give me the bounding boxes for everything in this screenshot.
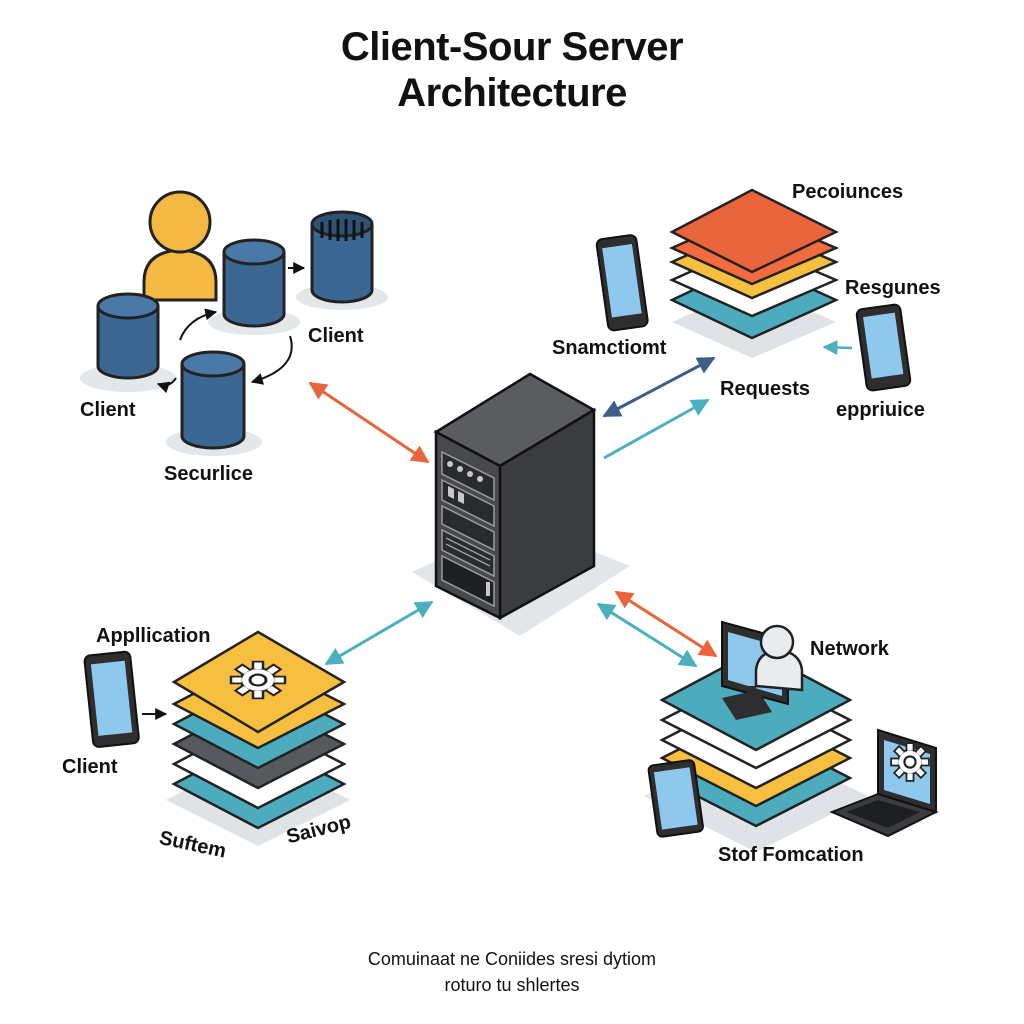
network-label: Network xyxy=(810,638,889,660)
connection-arrows xyxy=(308,356,718,668)
client-label: Client xyxy=(80,399,136,421)
application-label: Appllication xyxy=(96,625,211,647)
tablet-icon xyxy=(595,234,649,332)
client-database-label: Client xyxy=(308,325,364,347)
database-icon xyxy=(96,292,160,380)
pecoiunces-label: Pecoiunces xyxy=(792,181,904,203)
tablet-icon xyxy=(855,303,912,392)
tablet-icon xyxy=(647,759,704,838)
client-tablet-label: Client xyxy=(62,756,118,778)
resources-layer-stack xyxy=(668,188,840,358)
tablet-icon xyxy=(83,650,140,748)
user-icon xyxy=(142,190,218,302)
database-icon xyxy=(180,350,246,450)
database-icon xyxy=(310,210,374,304)
client-database-cluster xyxy=(80,190,388,456)
network-layer-stack xyxy=(644,648,868,852)
user-icon xyxy=(754,624,804,692)
resgunes-label: Resgunes xyxy=(845,277,941,299)
securlice-label: Securlice xyxy=(164,463,253,485)
gear-icon xyxy=(229,660,287,700)
diagram-title-line-1: Client-Sour Server xyxy=(340,25,684,69)
eppriuice-label: eppriuice xyxy=(836,399,925,421)
requests-label: Requests xyxy=(720,378,811,400)
diagram-title-line-2: Architecture xyxy=(397,71,627,115)
caption-line-1: Comuinaat ne Coniides sresi dytiom xyxy=(367,949,657,969)
snamctiomt-label: Snamctiomt xyxy=(552,337,667,359)
server-rack-icon xyxy=(412,372,630,636)
caption-line-2: roturo tu shlertes xyxy=(444,975,580,995)
database-icon xyxy=(222,238,286,328)
gear-icon xyxy=(890,742,930,782)
stof-fomcation-label: Stof Fomcation xyxy=(718,844,864,866)
